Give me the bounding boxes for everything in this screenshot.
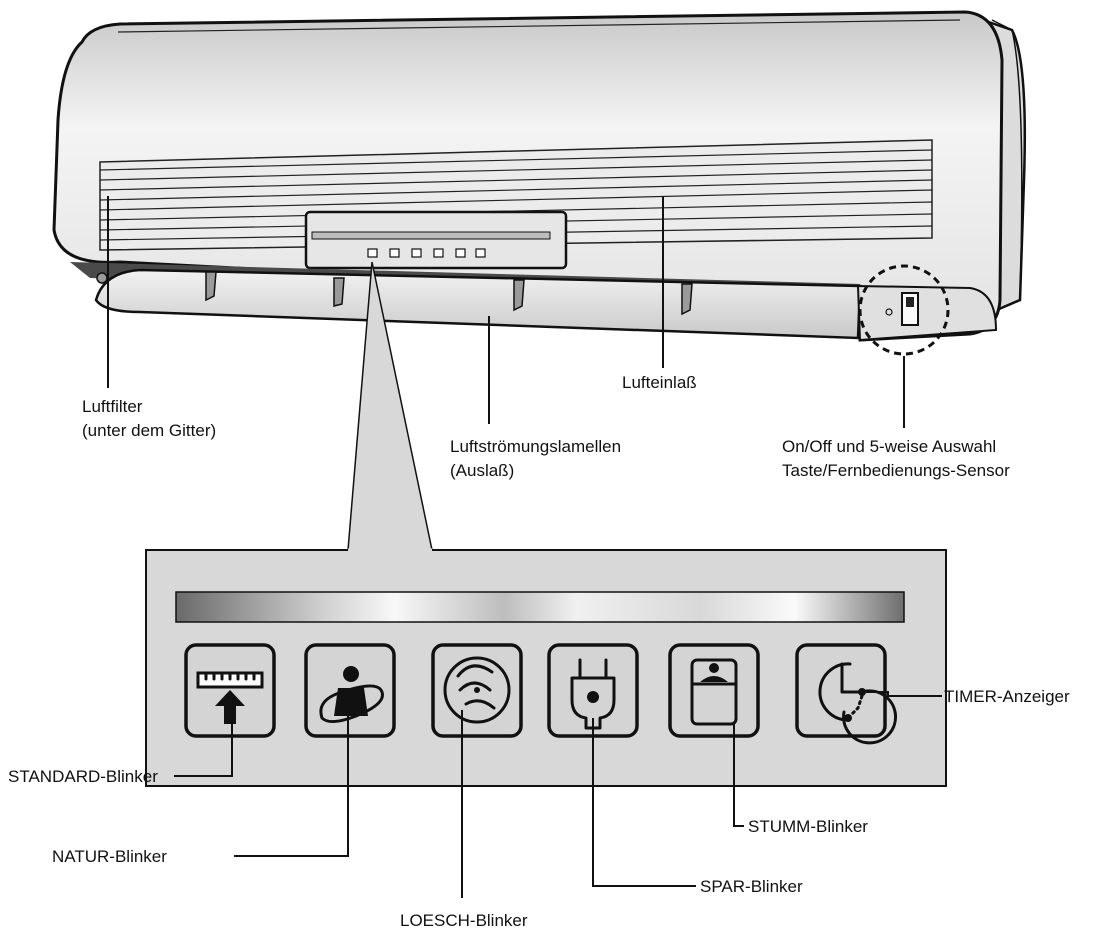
callout-louvers-line1: Luftströmungslamellen — [450, 437, 621, 456]
natur-person-orbit-icon — [304, 643, 396, 738]
callout-air-inlet: Lufteinlaß — [622, 373, 697, 392]
standard-ruler-arrow-icon — [184, 643, 276, 738]
callout-air-filter-line1: Luftfilter — [82, 397, 143, 416]
loesch-spiral-disc-icon — [431, 643, 523, 738]
label-spar: SPAR-Blinker — [700, 877, 803, 896]
stumm-sleeper-bed-icon — [668, 643, 760, 738]
callout-onoff-line1: On/Off und 5-weise Auswahl — [782, 437, 996, 456]
louver-clips — [96, 271, 693, 316]
label-natur: NATUR-Blinker — [52, 847, 167, 866]
callout-onoff-line2: Taste/Fernbedienungs-Sensor — [782, 461, 1010, 480]
label-stumm: STUMM-Blinker — [748, 817, 868, 836]
indicator-callout-lines — [174, 691, 942, 898]
display-panel-small — [304, 210, 568, 270]
label-standard: STANDARD-Blinker — [8, 767, 158, 786]
unit-callouts — [107, 196, 905, 428]
callout-louvers-line2: (Auslaß) — [450, 461, 514, 480]
timer-clock-icon — [795, 643, 897, 745]
indicator-light-bar — [175, 591, 905, 623]
ac-unit — [52, 10, 1027, 356]
onoff-highlight-circle — [858, 264, 950, 356]
label-loesch: LOESCH-Blinker — [400, 911, 528, 930]
label-timer: TIMER-Anzeiger — [944, 687, 1070, 706]
callout-air-filter-line2: (unter dem Gitter) — [82, 421, 216, 440]
